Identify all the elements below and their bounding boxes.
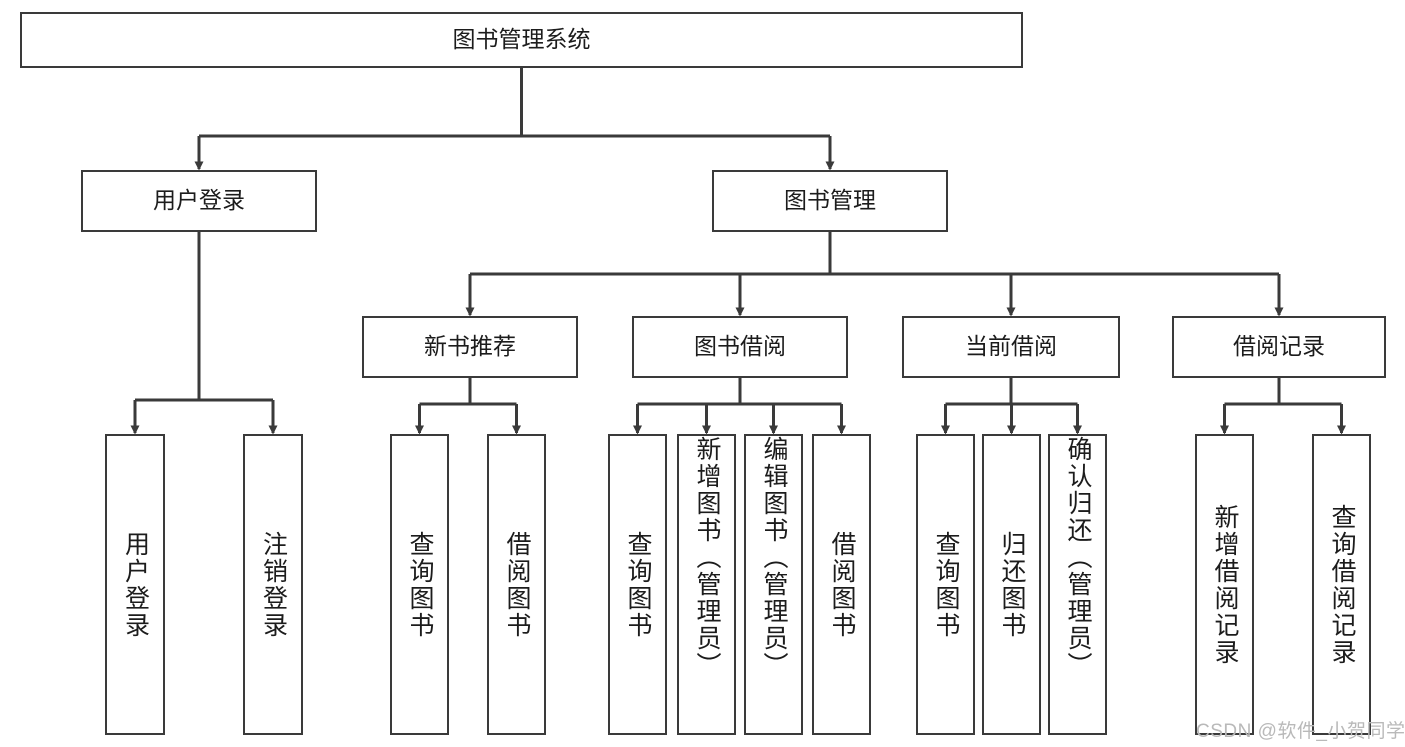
node-leaf-新增图书管理员[interactable]: 新增图书（管理员）: [677, 434, 736, 735]
node-label: 新增图书（管理员）: [693, 436, 721, 679]
node-label: 归还图书: [998, 530, 1026, 639]
node-l3-当前借阅[interactable]: 当前借阅: [902, 316, 1120, 378]
node-label: 查询图书: [624, 530, 652, 639]
node-leaf-借阅图书[interactable]: 借阅图书: [812, 434, 871, 735]
node-label: 确认归还（管理员）: [1064, 436, 1092, 679]
node-label: 新增借阅记录: [1211, 503, 1239, 666]
node-leaf-编辑图书管理员[interactable]: 编辑图书（管理员）: [744, 434, 803, 735]
node-leaf-查询图书[interactable]: 查询图书: [390, 434, 449, 735]
node-label: 图书管理: [784, 187, 876, 214]
node-l3-新书推荐[interactable]: 新书推荐: [362, 316, 578, 378]
node-leaf-查询图书[interactable]: 查询图书: [916, 434, 975, 735]
node-label: 图书管理系统: [452, 26, 591, 53]
node-leaf-确认归还管理员[interactable]: 确认归还（管理员）: [1048, 434, 1107, 735]
node-label: 查询图书: [932, 530, 960, 639]
node-label: 当前借阅: [965, 333, 1057, 360]
node-label: 借阅记录: [1233, 333, 1325, 360]
node-leaf-注销登录[interactable]: 注销登录: [243, 434, 303, 735]
node-label: 编辑图书（管理员）: [760, 436, 788, 679]
node-l3-借阅记录[interactable]: 借阅记录: [1172, 316, 1386, 378]
node-label: 查询借阅记录: [1328, 503, 1356, 666]
node-leaf-用户登录[interactable]: 用户登录: [105, 434, 165, 735]
node-label: 图书借阅: [694, 333, 786, 360]
node-leaf-归还图书[interactable]: 归还图书: [982, 434, 1041, 735]
node-label: 借阅图书: [503, 530, 531, 639]
node-label: 用户登录: [121, 530, 150, 639]
node-leaf-查询借阅记录[interactable]: 查询借阅记录: [1312, 434, 1371, 735]
node-leaf-借阅图书[interactable]: 借阅图书: [487, 434, 546, 735]
node-leaf-新增借阅记录[interactable]: 新增借阅记录: [1195, 434, 1254, 735]
node-label: 查询图书: [406, 530, 434, 639]
node-l2-图书管理[interactable]: 图书管理: [712, 170, 948, 232]
node-l3-图书借阅[interactable]: 图书借阅: [632, 316, 848, 378]
node-root-图书管理系统[interactable]: 图书管理系统: [20, 12, 1023, 68]
node-l2-用户登录[interactable]: 用户登录: [81, 170, 317, 232]
node-label: 用户登录: [153, 187, 245, 214]
node-label: 借阅图书: [828, 530, 856, 639]
node-leaf-查询图书[interactable]: 查询图书: [608, 434, 667, 735]
node-label: 新书推荐: [424, 333, 516, 360]
node-label: 注销登录: [259, 530, 288, 639]
